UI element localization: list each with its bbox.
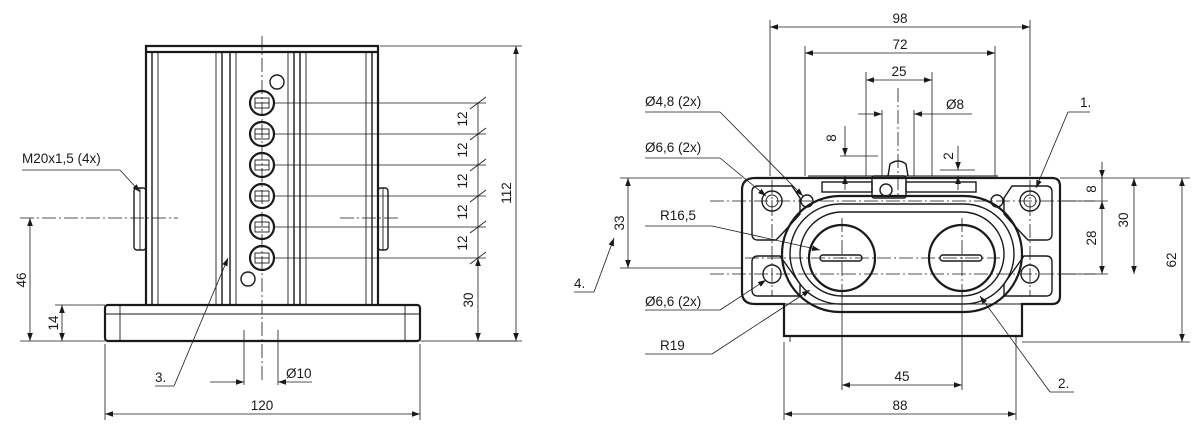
item-1-label: 1. (1080, 95, 1091, 110)
item-3-label: 3. (155, 370, 166, 385)
dim-text-30: 30 (461, 292, 476, 307)
hole66-top-label: Ø6,6 (2x) (645, 140, 701, 155)
dim-text-2: 2 (941, 152, 956, 160)
dim-text-pitch-2: 12 (455, 142, 470, 157)
front-view: M20x1,5 (4x) 3. Ø10 120 112 46 14 30 12 … (14, 36, 522, 420)
dim-text-33: 33 (612, 215, 627, 230)
side-body-outline (740, 176, 1062, 338)
dim-text-pitch-1: 12 (455, 111, 470, 126)
thread-label: M20x1,5 (4x) (22, 151, 101, 166)
dim-text-28: 28 (1084, 230, 1099, 245)
dim-text-8-right: 8 (1084, 185, 1099, 193)
oval-ring-outer (780, 194, 1024, 314)
item-2-label: 2. (1058, 376, 1069, 391)
oval-ring-middle (789, 203, 1015, 305)
dim-text-46: 46 (14, 272, 29, 287)
dim-text-112: 112 (499, 182, 514, 204)
front-base-plate (103, 303, 422, 343)
r165-label: R16,5 (660, 208, 696, 223)
dim-text-88: 88 (892, 398, 907, 413)
dia8-label: Ø8 (946, 97, 964, 112)
dim-text-pitch-4: 12 (455, 204, 470, 219)
dim-text-8-top: 8 (824, 134, 839, 142)
front-screw-top (269, 74, 285, 90)
left-housing (151, 51, 223, 306)
dim-text-pitch-5: 12 (455, 235, 470, 250)
dia10-label: Ø10 (286, 366, 312, 381)
dim-text-72: 72 (892, 37, 907, 52)
item-4-label: 4. (574, 276, 585, 291)
oval-ring-inner (799, 211, 1005, 297)
front-screw-bottom (240, 271, 256, 287)
hole66-bottom-label: Ø6,6 (2x) (645, 294, 701, 309)
r19-label: R19 (660, 338, 685, 353)
dim-text-30-side: 30 (1116, 212, 1131, 227)
dim-text-98: 98 (892, 11, 907, 26)
dim-text-120: 120 (251, 398, 274, 413)
dim-text-14: 14 (46, 315, 61, 331)
dim-text-62: 62 (1164, 252, 1179, 267)
side-view: Ø4,8 (2x) Ø6,6 (2x) Ø6,6 (2x) R16,5 R19 … (574, 11, 1190, 420)
dim-text-25: 25 (891, 64, 906, 79)
dim-text-45: 45 (894, 369, 909, 384)
dim-text-pitch-3: 12 (455, 173, 470, 188)
hole48-label: Ø4,8 (2x) (645, 94, 701, 109)
right-housing (299, 51, 373, 306)
